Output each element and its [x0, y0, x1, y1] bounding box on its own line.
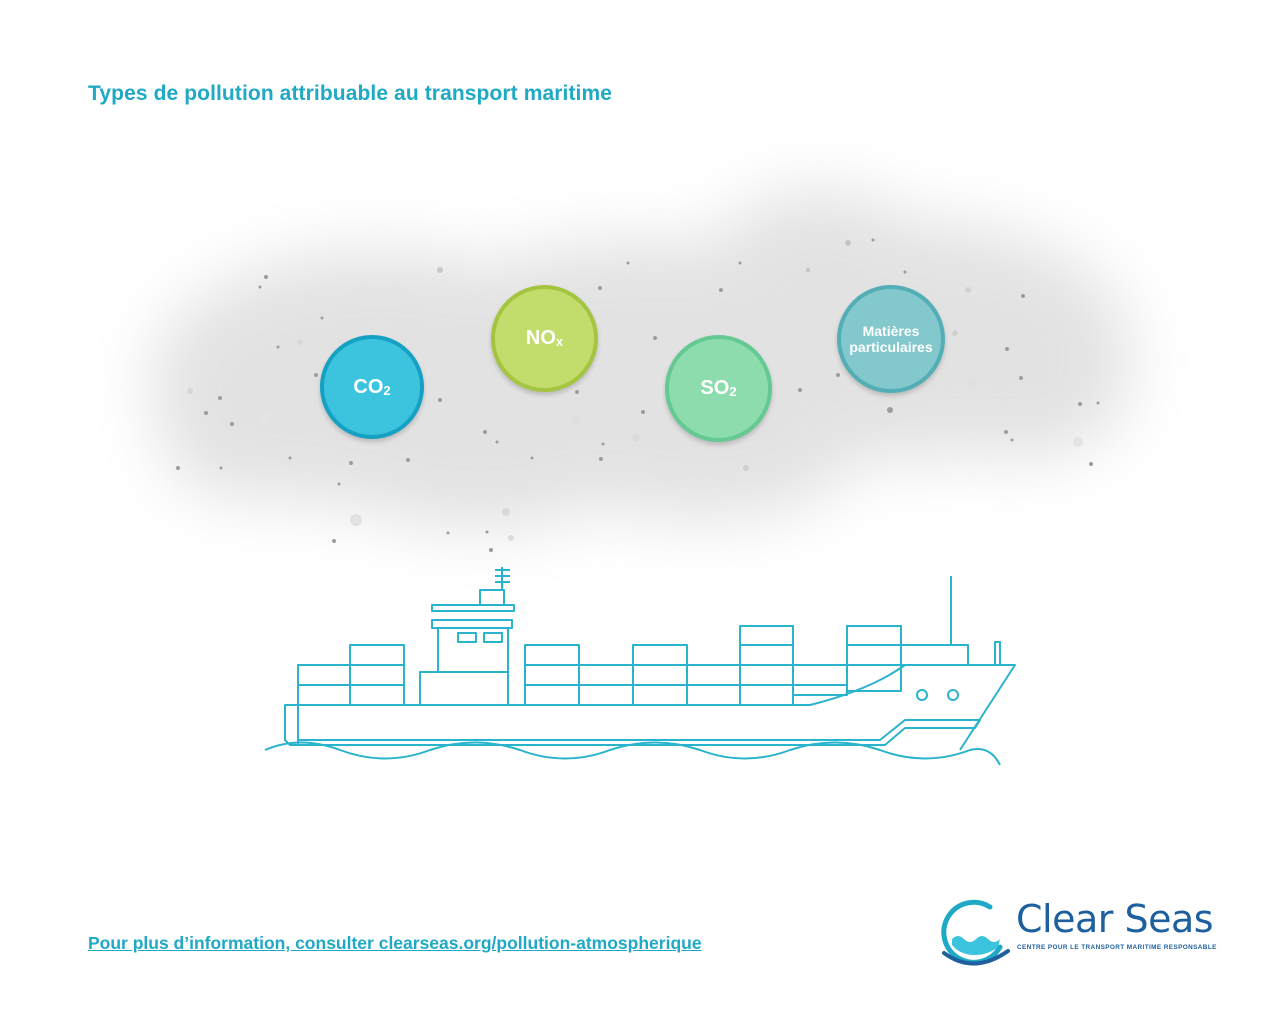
co2-subscript: 2	[383, 383, 390, 398]
clear-seas-logo: Clear Seas CENTRE POUR LE TRANSPORT MARI…	[938, 895, 1228, 970]
so2-label: SO	[700, 377, 729, 399]
hull	[285, 705, 980, 745]
co2-bubble: CO2	[320, 335, 424, 439]
wave-logo-icon	[938, 895, 1014, 970]
smog-cloud	[150, 190, 1130, 530]
particulate-label: Matières particulaires	[841, 323, 941, 355]
nox-label: NO	[526, 327, 556, 349]
more-info-link[interactable]: Pour plus d’information, consulter clear…	[88, 933, 702, 954]
cargo-ship	[265, 567, 1015, 765]
particulate-bubble: Matières particulaires	[837, 285, 945, 393]
so2-bubble: SO2	[665, 335, 772, 442]
co2-label: CO	[353, 376, 383, 398]
nox-bubble: NOx	[491, 285, 598, 392]
logo-tagline: CENTRE POUR LE TRANSPORT MARITIME RESPON…	[1017, 944, 1217, 951]
so2-subscript: 2	[729, 384, 736, 399]
logo-name: Clear Seas	[1016, 897, 1213, 941]
nox-subscript: x	[556, 334, 563, 349]
